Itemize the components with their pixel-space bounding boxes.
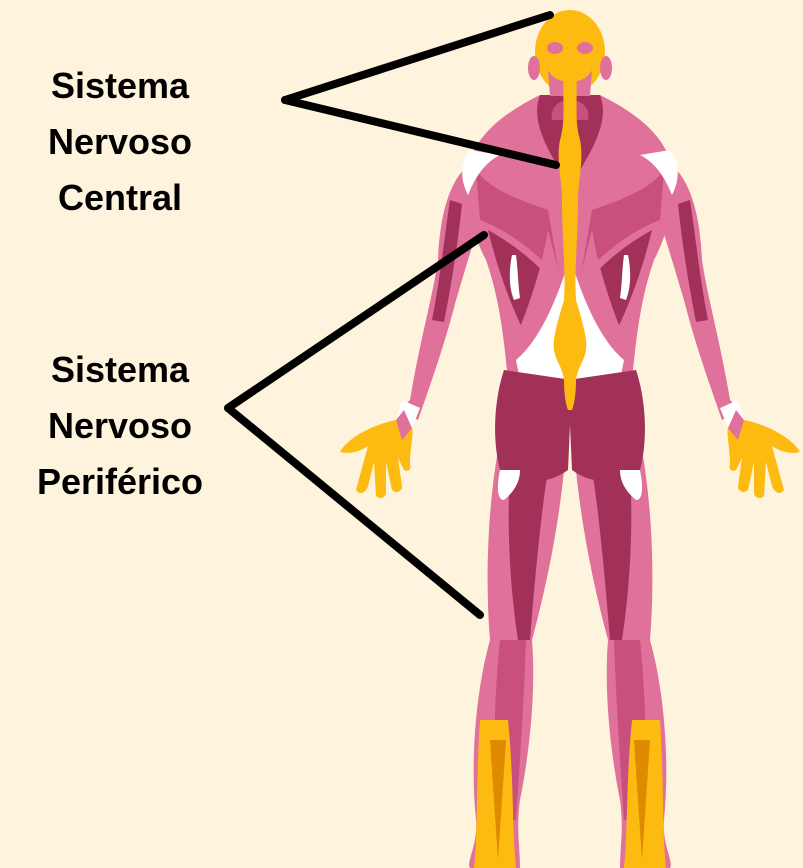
right-arm xyxy=(650,160,800,498)
label-peripheral-line-2: Nervoso xyxy=(0,398,240,454)
label-central-line-3: Central xyxy=(0,170,240,226)
pointer-line-to-head xyxy=(285,15,550,100)
label-central-nervous-system: Sistema Nervoso Central xyxy=(0,58,240,226)
right-leg xyxy=(574,450,671,868)
left-leg xyxy=(469,450,566,868)
label-central-line-1: Sistema xyxy=(0,58,240,114)
label-central-line-2: Nervoso xyxy=(0,114,240,170)
left-arm xyxy=(340,160,490,498)
label-peripheral-line-3: Periférico xyxy=(0,454,240,510)
label-peripheral-nervous-system: Sistema Nervoso Periférico xyxy=(0,342,240,510)
label-peripheral-line-1: Sistema xyxy=(0,342,240,398)
